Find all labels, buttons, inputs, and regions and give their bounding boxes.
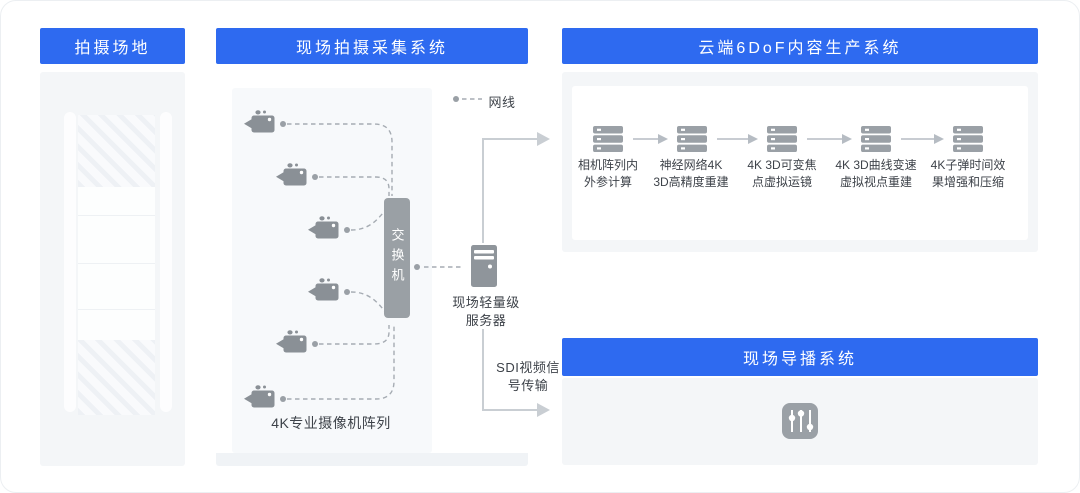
arrowhead-cloud: [537, 132, 550, 146]
director-section-header: 现场导播系统: [562, 338, 1038, 376]
camera-array-label: 4K专业摄像机阵列: [271, 415, 391, 431]
server-rack-icon: [767, 126, 797, 157]
pipeline-stage-label: 4K子弹时间效 果增强和压缩: [930, 158, 1006, 189]
director-title: 现场导播系统: [742, 351, 857, 368]
capture-section-header: 现场拍摄采集系统: [216, 28, 528, 64]
capture-panel-footer: [216, 453, 528, 466]
court-left-line: [64, 112, 76, 412]
venue-title: 拍摄场地: [74, 40, 151, 57]
server-rack-icon: [677, 126, 707, 157]
pipeline-stage-label: 神经网络4K 3D高精度重建: [653, 158, 729, 189]
arrow-to-cloud: [482, 138, 537, 243]
field-server-label: 现场轻量级 服务器: [452, 295, 520, 328]
field-server-icon: [469, 245, 499, 292]
cloud-section-header: 云端6DoF内容生产系统: [562, 28, 1038, 64]
court-row: [78, 309, 155, 340]
mixer-icon: [782, 403, 818, 444]
cloud-title: 云端6DoF内容生产系统: [698, 40, 902, 57]
camera-icon: [308, 277, 340, 308]
court-hatch-bottom: [78, 340, 155, 415]
camera-icon: [276, 162, 308, 193]
court-row: [78, 187, 155, 215]
switch-label: 交换机: [389, 228, 405, 288]
sdi-transfer-label: SDI视频信 号传输: [496, 360, 560, 393]
server-rack-icon: [593, 126, 623, 157]
court-row: [78, 215, 155, 263]
venue-panel: [40, 72, 185, 466]
pipeline-stage-label: 4K 3D曲线变速 虚拟视点重建: [835, 158, 917, 189]
venue-section-header: 拍摄场地: [40, 28, 185, 64]
camera-icon: [244, 384, 276, 415]
arrowhead-director: [537, 403, 550, 417]
camera-icon: [244, 109, 276, 140]
court-hatch-top: [78, 115, 155, 187]
court-row: [78, 263, 155, 309]
server-rack-icon: [953, 126, 983, 157]
court-field: [78, 115, 155, 415]
server-rack-icon: [861, 126, 891, 157]
camera-icon: [308, 215, 340, 246]
switch-node: 交换机: [384, 198, 410, 318]
pipeline-stage-label: 相机阵列内 外参计算: [577, 158, 638, 189]
pipeline-stage-label: 4K 3D可变焦 点虚拟运镜: [747, 158, 817, 189]
network-cable-legend-label: 网线: [488, 95, 516, 110]
camera-icon: [276, 329, 308, 360]
court-right-line: [160, 112, 172, 412]
pipeline-panel: [572, 86, 1028, 240]
capture-title: 现场拍摄采集系统: [295, 40, 448, 57]
